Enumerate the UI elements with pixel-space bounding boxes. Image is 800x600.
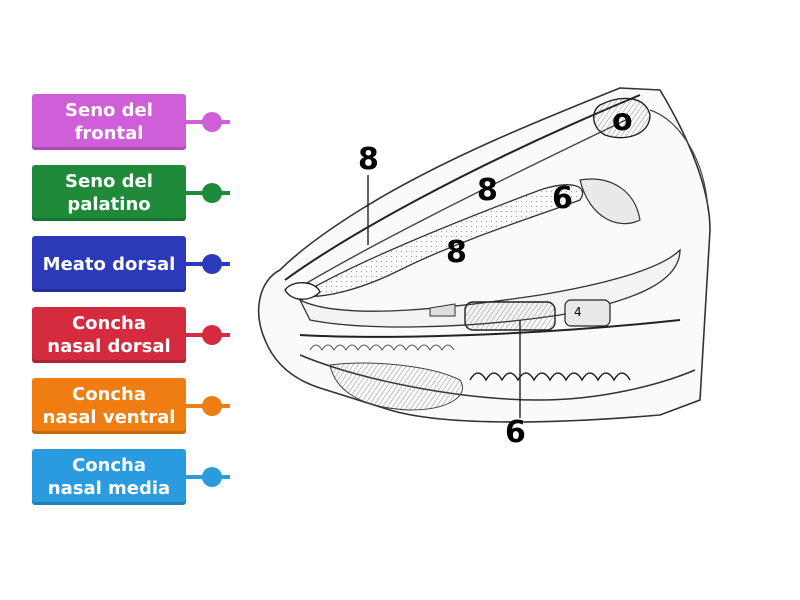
head-outline bbox=[257, 87, 711, 423]
marker-bottom: 6 bbox=[505, 415, 526, 450]
nasal-bone-inner bbox=[294, 117, 631, 291]
dorsal-concha bbox=[298, 184, 584, 297]
marker-ethmoid: 6 bbox=[552, 181, 573, 216]
ethmoid-region bbox=[579, 178, 641, 225]
label-item-concha-nasal-dorsal[interactable]: Concha nasal dorsal bbox=[32, 307, 232, 363]
marker-meato: 8 bbox=[477, 173, 498, 208]
frontal-sinus bbox=[593, 97, 651, 139]
palatine-sinus-cell bbox=[464, 301, 556, 331]
marker-frontal: o bbox=[612, 103, 633, 138]
label-item-concha-nasal-ventral[interactable]: Concha nasal ventral bbox=[32, 378, 232, 434]
sinus-cell-left bbox=[429, 303, 456, 317]
label-button[interactable]: Concha nasal dorsal bbox=[32, 307, 186, 363]
label-item-seno-frontal[interactable]: Seno del frontal bbox=[32, 94, 232, 150]
pin-dot[interactable] bbox=[202, 325, 222, 345]
label-button[interactable]: Concha nasal ventral bbox=[32, 378, 186, 434]
label-text: Concha nasal ventral bbox=[42, 384, 176, 428]
sinus-cell-small bbox=[564, 299, 611, 327]
pin-dot[interactable] bbox=[202, 396, 222, 416]
cranial-cavity bbox=[649, 109, 709, 211]
label-text: Meato dorsal bbox=[42, 253, 176, 275]
label-item-seno-palatino[interactable]: Seno del palatino bbox=[32, 165, 232, 221]
marker-top: 8 bbox=[358, 142, 379, 177]
label-item-meato-dorsal[interactable]: Meato dorsal bbox=[32, 236, 232, 292]
teeth-row bbox=[469, 372, 631, 382]
marker-center: 8 bbox=[446, 235, 467, 270]
label-button[interactable]: Concha nasal media bbox=[32, 449, 186, 505]
pin-dot[interactable] bbox=[202, 254, 222, 274]
label-text: Concha nasal media bbox=[47, 455, 171, 499]
marker-sinus-cell: 4 bbox=[574, 305, 582, 319]
label-text: Seno del frontal bbox=[65, 100, 153, 144]
label-item-concha-nasal-media[interactable]: Concha nasal media bbox=[32, 449, 232, 505]
label-button[interactable]: Meato dorsal bbox=[32, 236, 186, 292]
pin-dot[interactable] bbox=[202, 467, 222, 487]
pin-dot[interactable] bbox=[202, 112, 222, 132]
palate-ridges bbox=[309, 344, 455, 351]
nasal-bone bbox=[284, 94, 641, 281]
label-button[interactable]: Seno del palatino bbox=[32, 165, 186, 221]
hard-palate bbox=[299, 319, 681, 338]
nasal-cavity-diagram: o 8 8 6 8 6 4 bbox=[240, 80, 720, 450]
nostril bbox=[284, 282, 321, 300]
label-button[interactable]: Seno del frontal bbox=[32, 94, 186, 150]
nasal-cavity-drawing bbox=[257, 87, 711, 423]
label-text: Seno del palatino bbox=[65, 171, 153, 215]
label-text: Concha nasal dorsal bbox=[47, 313, 171, 357]
tongue-region bbox=[329, 362, 463, 411]
pin-dot[interactable] bbox=[202, 183, 222, 203]
